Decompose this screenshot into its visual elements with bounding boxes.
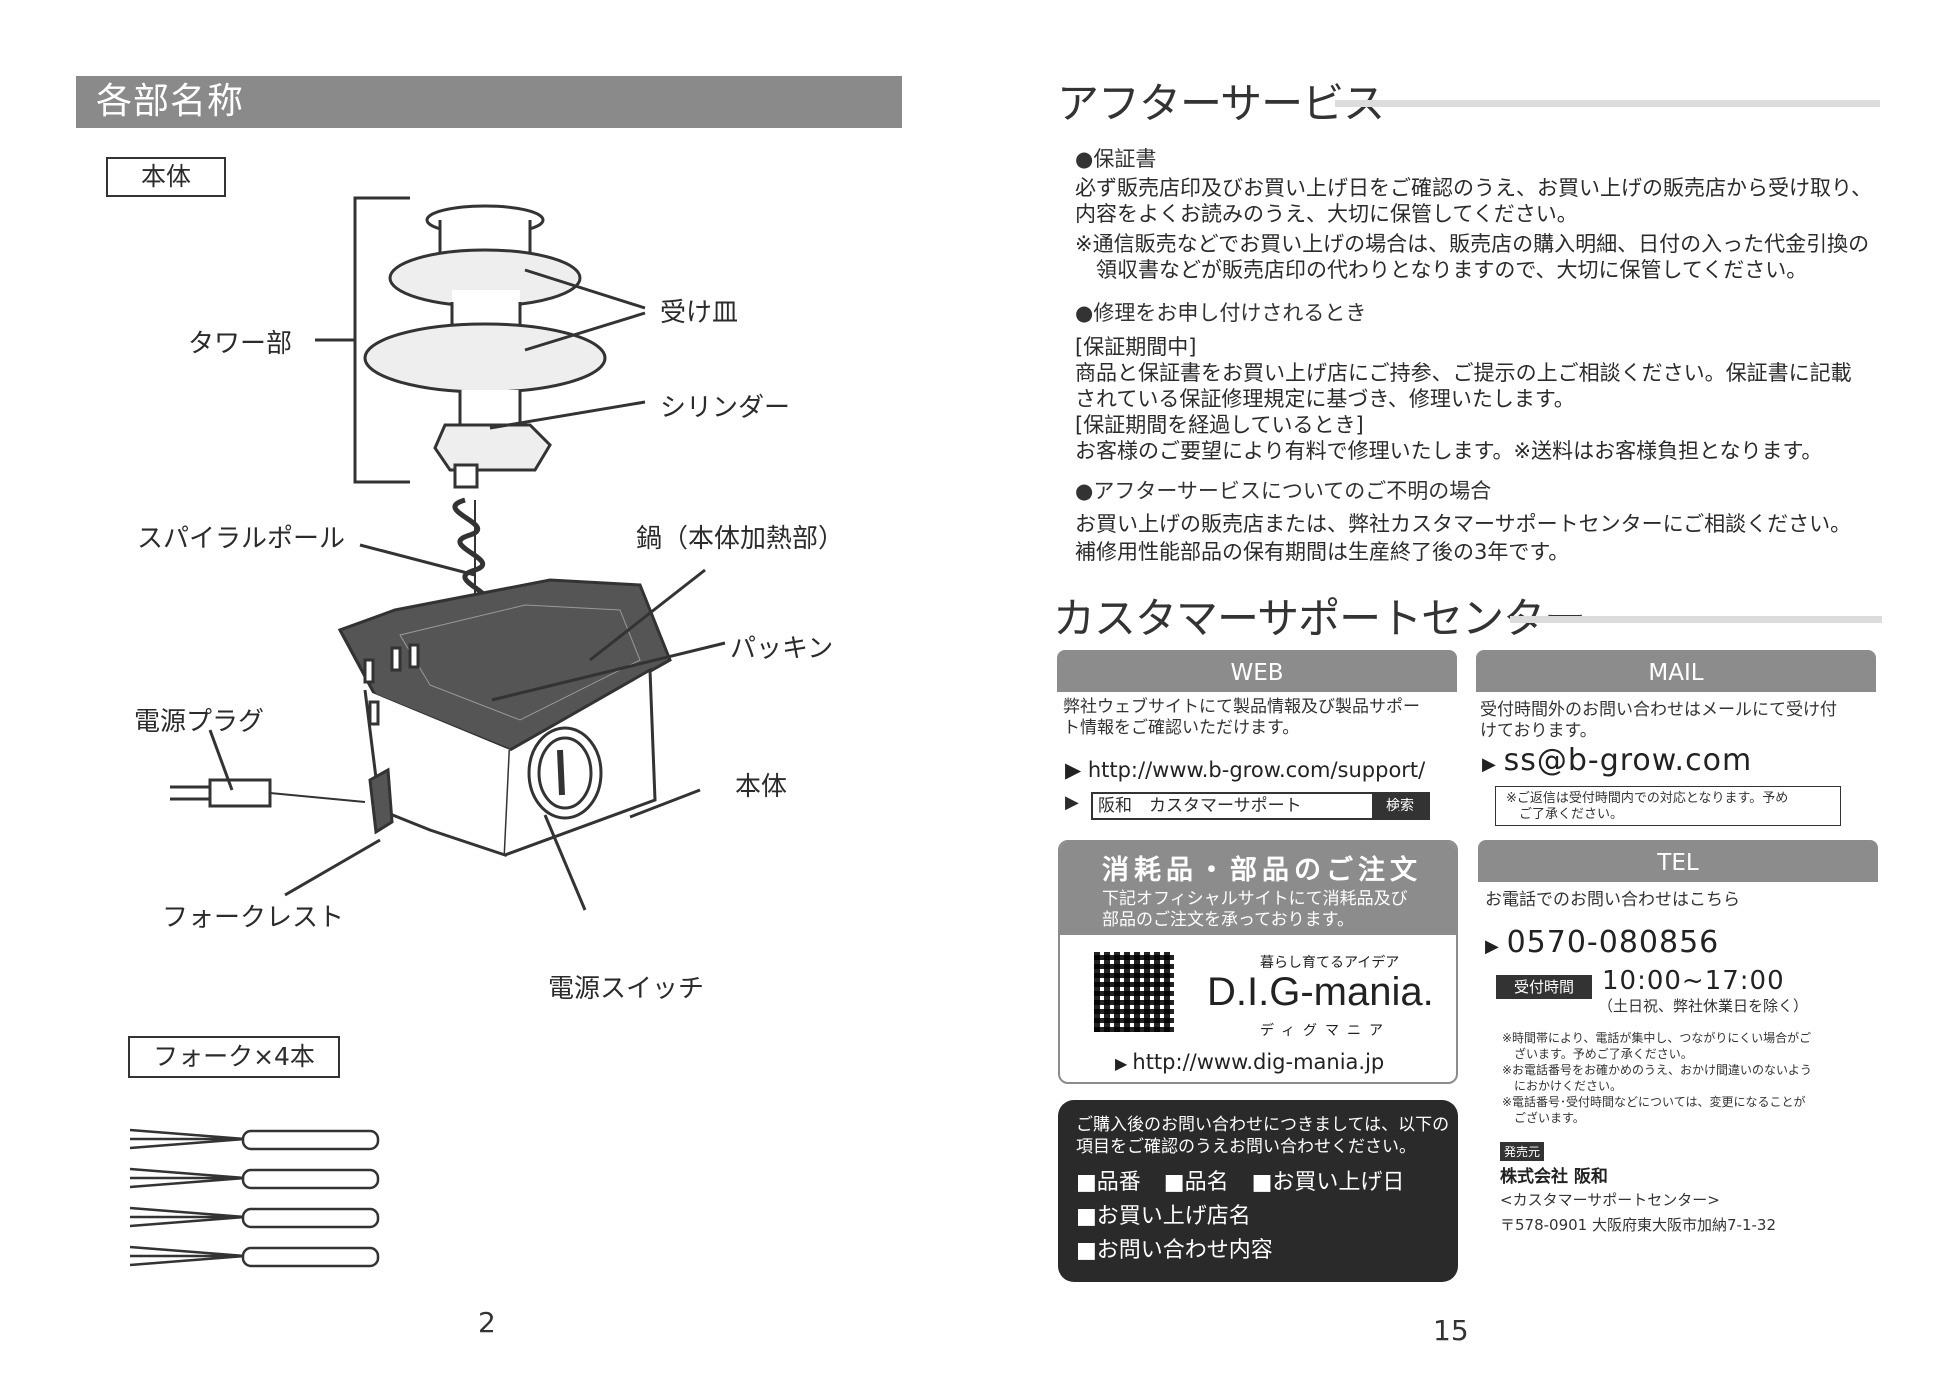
unclear-text: お買い上げの販売店または、弊社カスタマーサポートセンターにご相談ください。 補修… (1075, 512, 1852, 564)
label-packing: パッキン (730, 634, 834, 664)
warranty-text: 必ず販売店印及びお買い上げ日をご確認のうえ、お買い上げの販売店から受け取り、 内… (1075, 176, 1873, 282)
mail-note-box: ※ご返信は受付時間内での対応となります。予め ご了承ください。 (1495, 786, 1841, 826)
label-tower: タワー部 (188, 329, 293, 359)
switch-leader (543, 814, 587, 911)
body-label-box: 本体 (106, 157, 226, 197)
fork-rest-slot (368, 767, 394, 835)
play-arrow-icon: ▶ (1115, 1054, 1133, 1073)
support-rule (1510, 616, 1882, 623)
web-desc: 弊社ウェブサイトにて製品情報及び製品サポー ト情報をご確認いただけます。 (1063, 697, 1420, 738)
web-url-link[interactable]: ▶ http://www.b-grow.com/support/ (1065, 758, 1426, 782)
label-spiral: スパイラルポール (137, 524, 346, 554)
fork-1 (129, 1128, 380, 1151)
fork-4 (129, 1245, 380, 1268)
hours-badge: 受付時間 (1496, 975, 1592, 999)
mail-address-link[interactable]: ▶ ss@b-grow.com (1482, 743, 1753, 778)
body-label: 本体 (140, 162, 191, 191)
tel-notes: ※時間帯により、電話が集中し、つながりにくい場合がご ざいます。予めご了承くださ… (1502, 1031, 1812, 1125)
body-leader (629, 788, 701, 819)
inquiry-item-number: ■品番 (1076, 1170, 1141, 1195)
after-service-rule (1335, 100, 1880, 107)
qr-code (1094, 952, 1174, 1032)
plug (208, 778, 272, 808)
parts-order-panel: 消耗品・部品のご注文 下記オフィシャルサイトにて消耗品及び 部品のご注文を承って… (1058, 840, 1458, 1084)
hours-value: 10:00~17:00 (1602, 966, 1785, 996)
inquiry-item-store: ■お買い上げ店名 (1076, 1204, 1251, 1229)
label-power-switch: 電源スイッチ (548, 974, 705, 1004)
brand-kana: ディグマニア (1260, 1023, 1392, 1039)
search-box[interactable]: 阪和 カスタマーサポート 検索 (1091, 792, 1430, 820)
fork-label: フォーク×4本 (153, 1042, 315, 1071)
play-arrow-icon: ▶ (1065, 758, 1088, 782)
tel-tab: TEL (1478, 840, 1878, 882)
seller-center: <カスタマーサポートセンター> (1500, 1191, 1720, 1209)
tray-leader-1 (524, 268, 646, 310)
cursor-arrow-icon: ↖ (1393, 803, 1409, 824)
play-arrow-icon: ▶ (1065, 792, 1079, 813)
play-arrow-icon: ▶ (1485, 936, 1507, 957)
repair-heading: ●修理をお申し付けされるとき (1075, 301, 1367, 325)
after-service-title: アフターサービス (1057, 79, 1385, 128)
cylinder-base (433, 423, 552, 472)
parts-order-desc: 下記オフィシャルサイトにて消耗品及び 部品のご注文を承っております。 (1102, 889, 1408, 930)
forks-illustration (129, 1128, 380, 1268)
repair-text: [保証期間中] 商品と保証書をお買い上げ店にご持参、ご提示の上ご相談ください。保… (1075, 335, 1852, 463)
mail-tab: MAIL (1476, 650, 1876, 692)
pot-leader (589, 568, 706, 662)
support-title: カスタマーサポートセンター (1053, 594, 1586, 643)
page-number-right: 15 (1433, 1314, 1469, 1347)
search-input[interactable]: 阪和 カスタマーサポート (1098, 796, 1302, 816)
fork-label-box: フォーク×4本 (128, 1036, 340, 1078)
parts-order-title: 消耗品・部品のご注文 (1102, 855, 1422, 886)
inquiry-text: ご購入後のお問い合わせにつきましては、以下の 項目をご確認のうえお問い合わせくだ… (1076, 1115, 1450, 1157)
label-fork-rest: フォークレスト (162, 903, 345, 933)
cylinder-leader (489, 400, 646, 430)
label-pot: 鍋（本体加熱部） (636, 524, 845, 554)
play-arrow-icon: ▶ (1482, 754, 1504, 775)
body-left-face (363, 689, 512, 858)
label-tray: 受け皿 (660, 298, 739, 328)
tray-leader-2 (524, 311, 646, 352)
hours-note: （土日祝、弊社休業日を除く） (1598, 997, 1809, 1015)
tel-number[interactable]: ▶ 0570-080856 (1485, 925, 1720, 960)
tel-desc: お電話でのお問い合わせはこちら (1485, 890, 1740, 910)
page-number-left: 2 (478, 1306, 496, 1339)
inquiry-items: ■品番 ■品名 ■お買い上げ日 ■お買い上げ店名 ■お問い合わせ内容 (1076, 1166, 1458, 1268)
brand-logo: D.I.G-mania. (1207, 970, 1434, 1014)
power-cord (269, 792, 366, 803)
dig-mania-link[interactable]: ▶ http://www.dig-mania.jp (1115, 1050, 1385, 1074)
label-cylinder: シリンダー (660, 393, 791, 423)
unclear-heading: ●アフターサービスについてのご不明の場合 (1075, 479, 1492, 503)
fork-rest-leader (284, 838, 381, 897)
spiral-leader (359, 543, 476, 577)
fork-2 (129, 1167, 380, 1190)
search-button[interactable]: 検索 (1372, 794, 1428, 818)
seller-address: 〒578-0901 大阪府東大阪市加納7-1-32 (1500, 1216, 1776, 1234)
brand-tagline: 暮らし育てるアイデア (1260, 955, 1400, 971)
plug-leader (208, 729, 234, 791)
tray-bottom (363, 322, 607, 394)
section-title: 各部名称 (96, 81, 245, 122)
warranty-heading: ●保証書 (1075, 147, 1157, 171)
packing-leader (491, 641, 726, 702)
fork-3 (129, 1206, 380, 1229)
label-plug: 電源プラグ (134, 707, 265, 737)
label-main-body: 本体 (735, 772, 788, 802)
inquiry-panel: ご購入後のお問い合わせにつきましては、以下の 項目をご確認のうえお問い合わせくだ… (1058, 1100, 1458, 1282)
mail-desc: 受付時間外のお問い合わせはメールにて受け付 けております。 (1480, 700, 1837, 741)
seller-company: 株式会社 阪和 (1500, 1167, 1608, 1187)
inquiry-item-name: ■品名 (1163, 1170, 1229, 1195)
inquiry-item-content: ■お問い合わせ内容 (1076, 1238, 1273, 1263)
seller-badge: 発売元 (1500, 1142, 1545, 1161)
fountain-diagram (170, 196, 726, 911)
web-tab: WEB (1057, 650, 1457, 692)
inquiry-item-date: ■お買い上げ日 (1251, 1170, 1405, 1195)
section-title-bar: 各部名称 (76, 76, 902, 128)
